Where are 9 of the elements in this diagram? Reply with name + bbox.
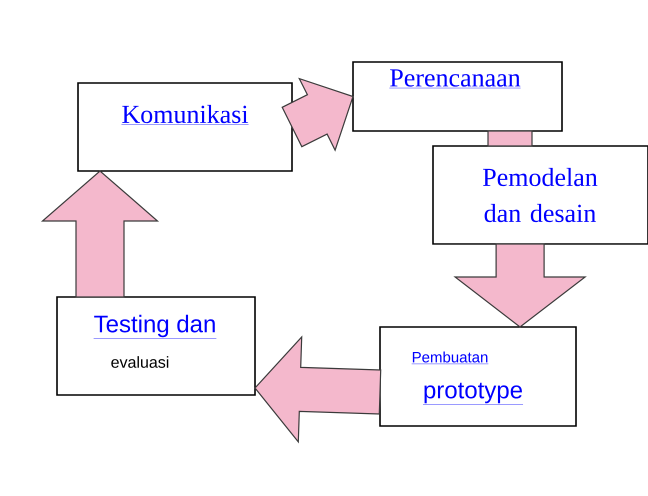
process-box: Pemodelan dan desain	[432, 145, 648, 245]
arrow	[40, 170, 160, 298]
arrow	[487, 130, 533, 147]
process-box: Pembuatan prototype	[379, 326, 577, 427]
process-box: Testing dan evaluasi	[56, 296, 256, 396]
process-box: Komunikasi	[77, 82, 293, 172]
arrow	[453, 243, 587, 328]
process-box: Perencanaan	[352, 61, 563, 132]
arrow	[254, 335, 382, 444]
